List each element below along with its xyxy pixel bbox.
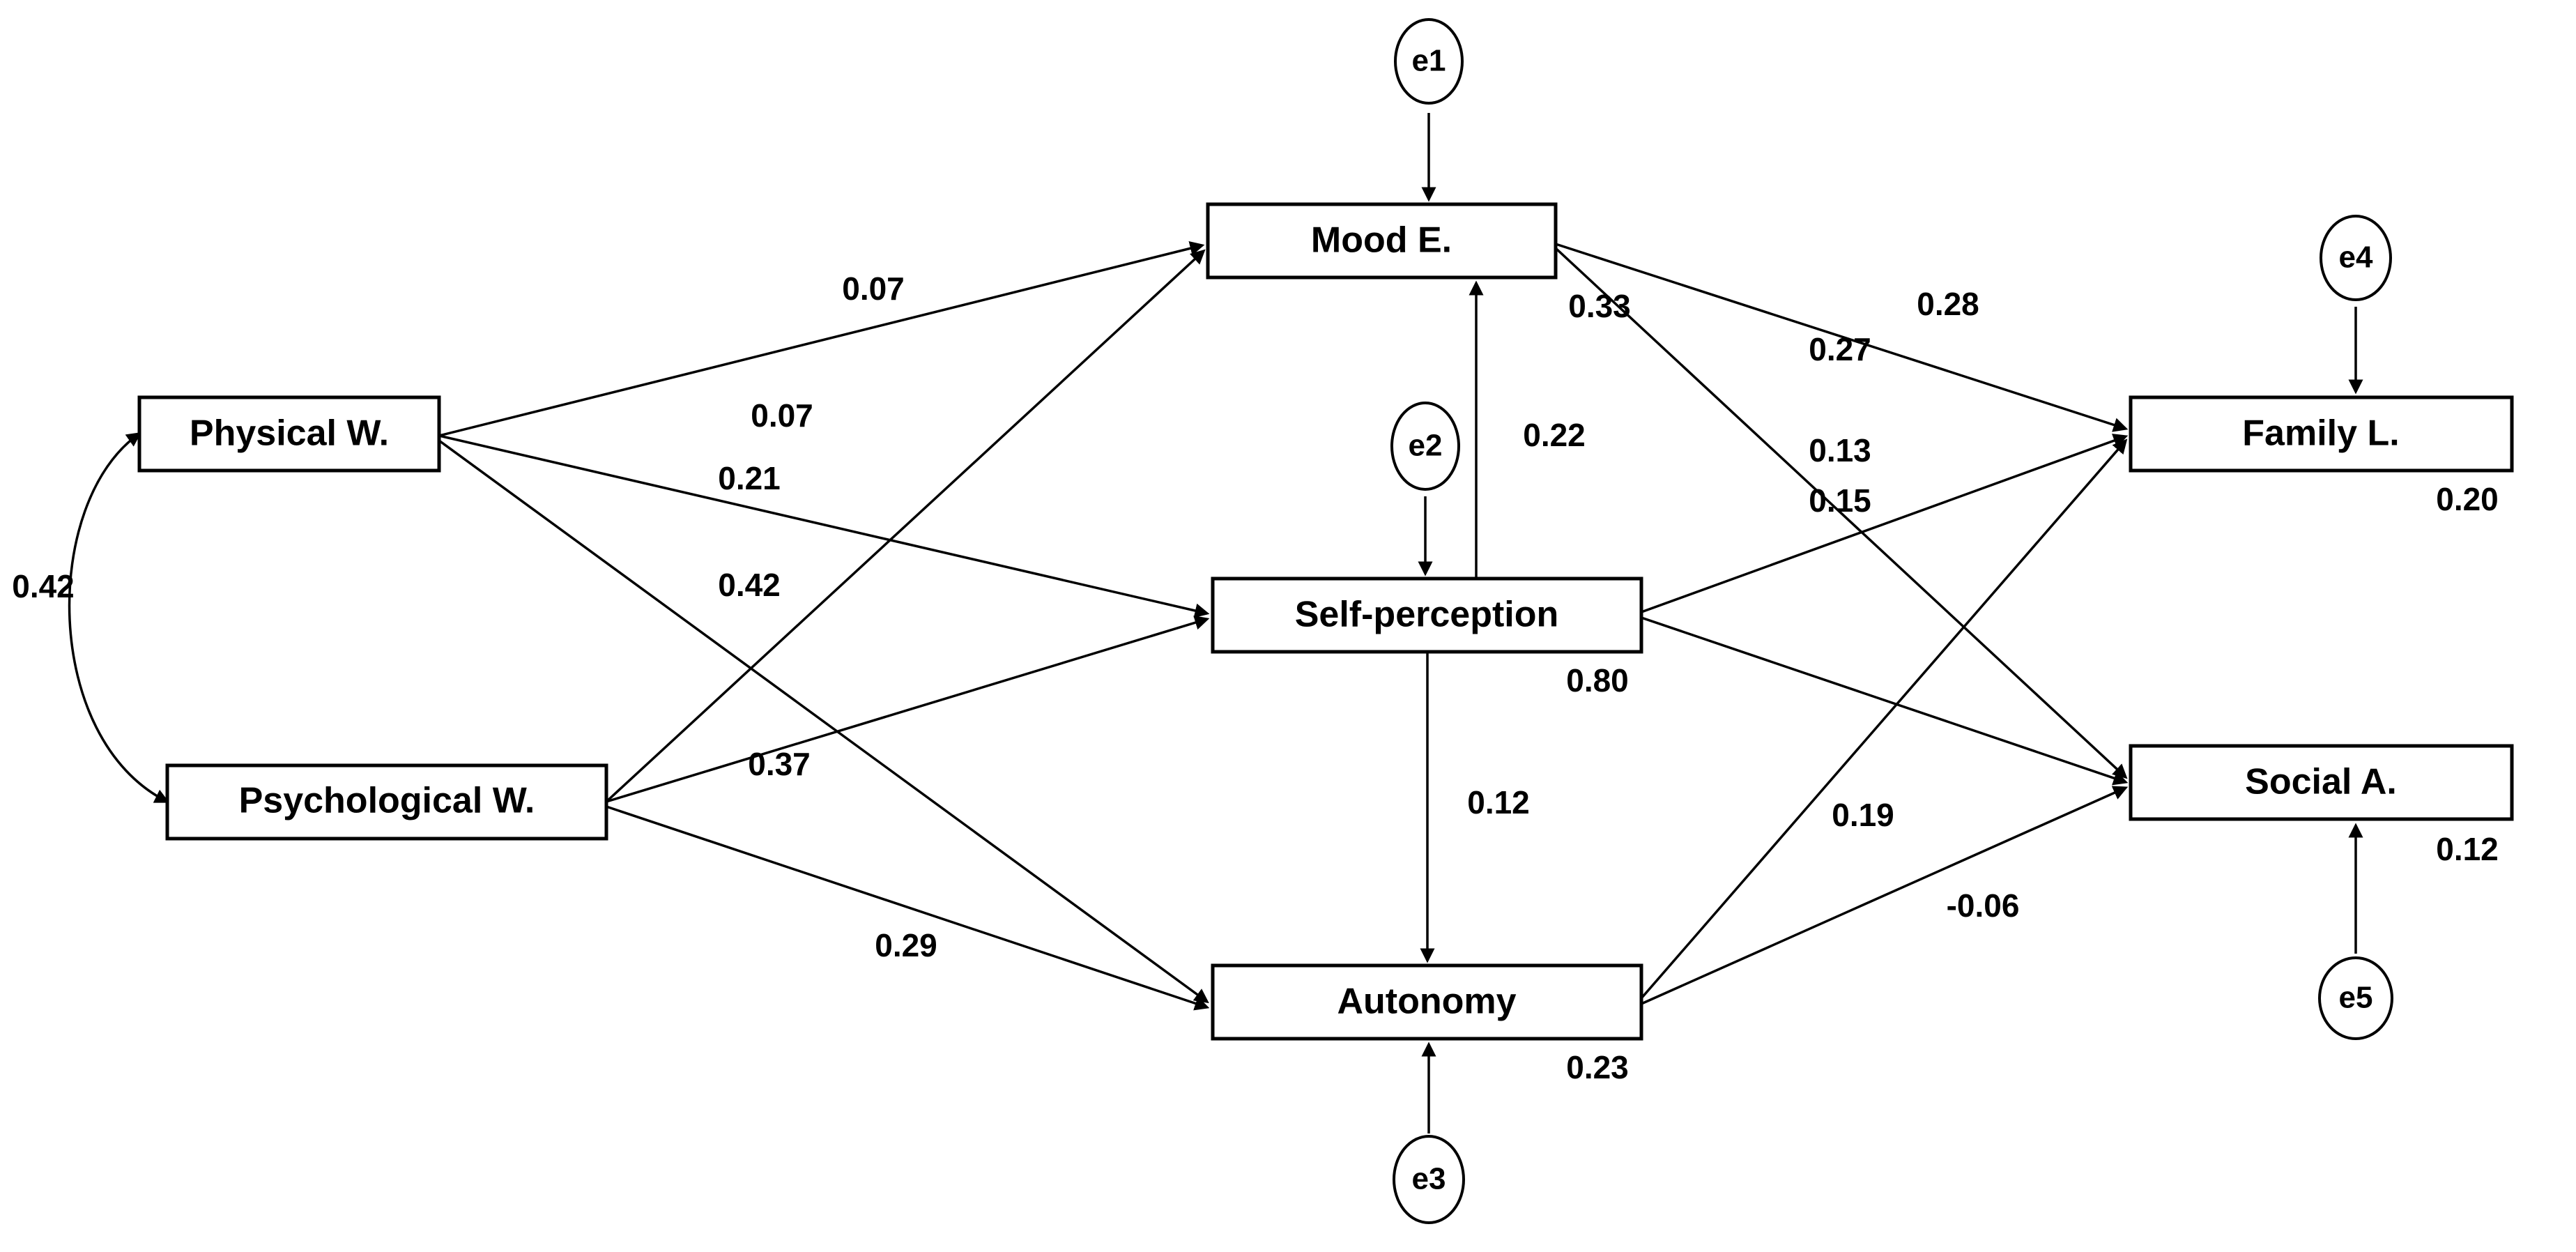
node-e1-label: e1: [1412, 44, 1446, 78]
node-physical-w-label: Physical W.: [190, 413, 389, 454]
coef-psychological-to-self-perception: 0.37: [748, 746, 811, 782]
edge-psychological-to-autonomy: [606, 805, 1210, 1011]
coef-mood-to-family: 0.28: [1917, 286, 1979, 322]
edge-self-perception-to-family: [1641, 434, 2129, 613]
edge-psychological-to-mood: [605, 249, 1206, 803]
edge-autonomy-to-family: [1640, 438, 2128, 1000]
coef-autonomy-to-social: -0.06: [1947, 887, 2020, 924]
node-autonomy-label: Autonomy: [1337, 982, 1516, 1022]
edge-physical-to-autonomy: [438, 439, 1209, 1004]
node-e1-ellipse[interactable]: [1394, 18, 1464, 105]
edge-psychological-to-self-perception: [606, 616, 1210, 803]
edge-autonomy-to-social: [1641, 786, 2129, 1005]
node-autonomy[interactable]: [1211, 963, 1643, 1041]
node-self-perception[interactable]: [1211, 577, 1643, 654]
node-family-l[interactable]: [2129, 395, 2514, 473]
coef-self-perception-to-social: 0.15: [1809, 482, 1871, 519]
coef-mood-to-social: 0.27: [1809, 331, 1871, 367]
r2-social-a: 0.12: [2436, 831, 2499, 867]
edge-physical-to-mood: [438, 241, 1205, 437]
node-psychological-w[interactable]: [165, 763, 608, 841]
node-e4-ellipse[interactable]: [2320, 215, 2392, 301]
coef-physical-to-autonomy: 0.21: [718, 460, 781, 496]
edge-covariance-physical-psychological: [68, 432, 170, 803]
edge-mood-to-family: [1555, 243, 2129, 432]
r2-self-perception: 0.80: [1566, 662, 1629, 698]
node-mood-e[interactable]: [1206, 202, 1558, 280]
edge-physical-to-self-perception: [438, 434, 1210, 618]
node-self-perception-label: Self-perception: [1295, 595, 1559, 635]
node-e4-label: e4: [2339, 241, 2373, 275]
coef-self-perception-to-mood: 0.22: [1523, 417, 1586, 453]
r2-family-l: 0.20: [2436, 481, 2499, 517]
coef-self-perception-to-autonomy: 0.12: [1467, 784, 1530, 820]
node-e5-ellipse[interactable]: [2318, 956, 2393, 1040]
edge-self-perception-to-social: [1641, 616, 2129, 786]
r2-autonomy: 0.23: [1566, 1049, 1629, 1085]
node-social-a[interactable]: [2129, 744, 2514, 821]
node-family-l-label: Family L.: [2242, 413, 2399, 454]
coef-covariance-physical-psychological: 0.42: [12, 568, 75, 604]
node-e5-label: e5: [2339, 981, 2373, 1015]
node-physical-w[interactable]: [137, 395, 441, 473]
coef-autonomy-to-family: 0.19: [1832, 797, 1894, 833]
node-e2-ellipse[interactable]: [1390, 402, 1460, 491]
node-psychological-w-label: Psychological W.: [239, 781, 535, 821]
edge-mood-to-social: [1554, 247, 2128, 779]
node-social-a-label: Social A.: [2245, 762, 2397, 802]
node-e3-label: e3: [1412, 1162, 1446, 1196]
coef-self-perception-to-family: 0.13: [1809, 432, 1871, 468]
coef-physical-to-self-perception: 0.07: [751, 397, 813, 434]
r2-mood-e: 0.33: [1568, 288, 1631, 324]
coef-psychological-to-autonomy: 0.29: [875, 927, 937, 963]
node-mood-e-label: Mood E.: [1311, 220, 1452, 261]
node-e3-ellipse[interactable]: [1393, 1135, 1465, 1224]
node-e2-label: e2: [1409, 429, 1443, 463]
coef-psychological-to-mood: 0.42: [718, 567, 781, 603]
coef-physical-to-mood: 0.07: [842, 270, 905, 307]
